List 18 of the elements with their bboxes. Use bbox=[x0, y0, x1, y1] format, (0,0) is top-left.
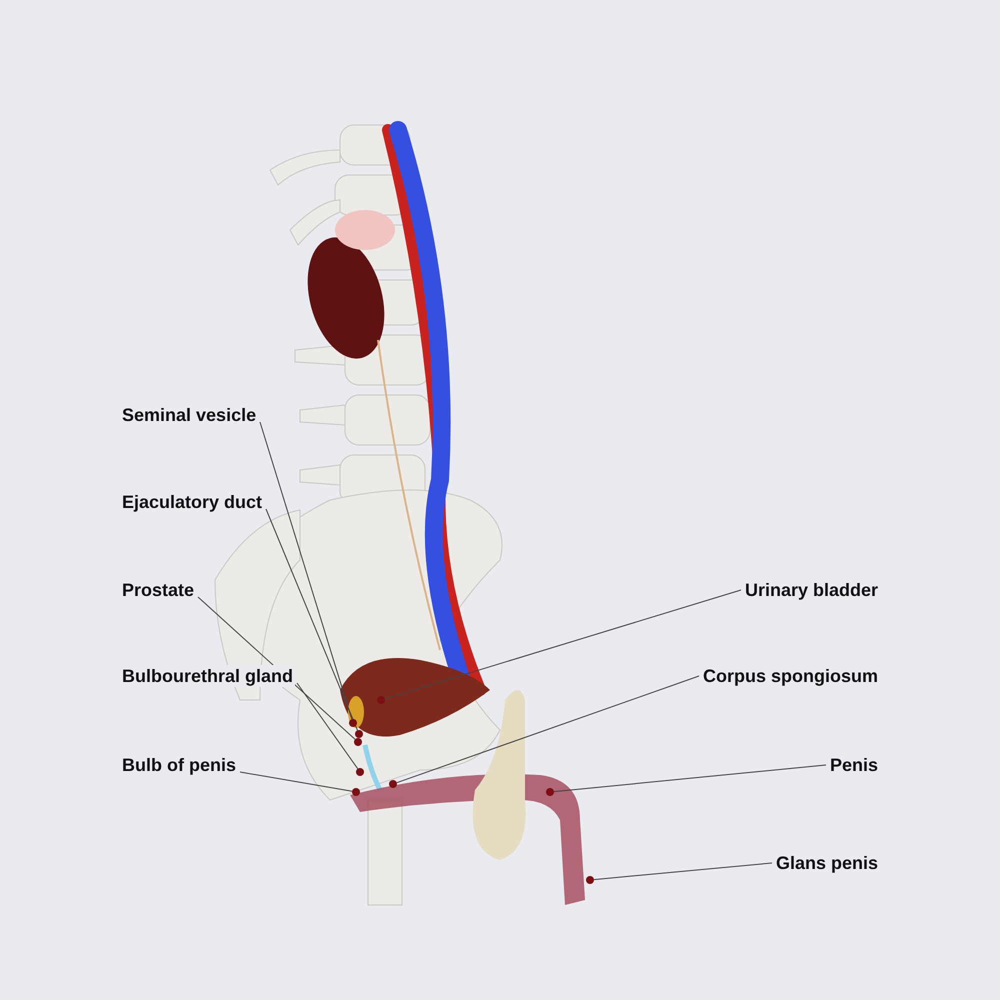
leader-line bbox=[266, 508, 358, 731]
leader-line bbox=[396, 676, 700, 784]
leader-line bbox=[384, 590, 742, 700]
target-point bbox=[355, 730, 363, 738]
target-point bbox=[349, 719, 357, 727]
leader-line bbox=[260, 422, 352, 720]
target-point bbox=[377, 696, 385, 704]
target-point bbox=[354, 738, 362, 746]
leader-line bbox=[296, 682, 358, 770]
target-point bbox=[546, 788, 554, 796]
leader-line bbox=[554, 764, 826, 792]
target-point bbox=[352, 788, 360, 796]
target-point bbox=[586, 876, 594, 884]
part-label: Bulbourethral gland bbox=[120, 665, 295, 687]
leader-line bbox=[240, 772, 353, 792]
target-point bbox=[389, 780, 397, 788]
leader-line bbox=[594, 862, 772, 880]
target-point bbox=[356, 768, 364, 776]
